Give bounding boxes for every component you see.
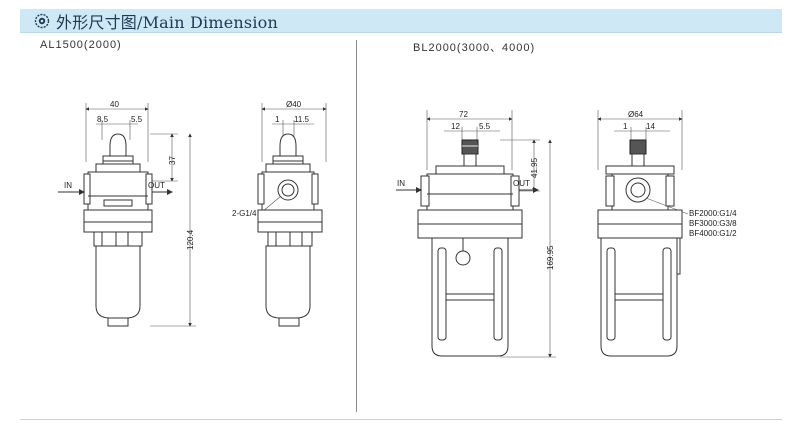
al-width-label: 40 [110, 100, 119, 109]
bl-port-label-3: BF4000:G1/2 [689, 229, 737, 238]
title-bar: 外形尺寸图/Main Dimension [20, 9, 782, 33]
bl-in-label: IN [397, 179, 405, 188]
bl-side-left-offset: 1 [623, 122, 628, 131]
spiral-gear-icon [34, 13, 50, 28]
bl-left-offset-label: 12 [451, 122, 460, 131]
bl-port-label-2: BF3000:G3/8 [689, 219, 737, 228]
al-in-label: IN [64, 181, 72, 190]
al-diameter-label: Ø40 [286, 100, 302, 109]
bl-out-label: OUT [513, 179, 530, 188]
section-label-al: AL1500(2000) [40, 39, 122, 51]
section-divider [356, 40, 357, 412]
bl-front-view: 72 12 5.5 41.95 169.95 IN OUT [396, 110, 556, 358]
al-side-left-offset: 1 [275, 115, 280, 124]
section-label-bl: BL2000(3000、4000) [413, 42, 536, 54]
al-front-view: 40 8.5 5.5 37 120.4 IN OUT [58, 100, 196, 327]
bl-side-view: Ø64 1 14 BF2000:G1/4 BF3000:G3/8 BF4000:… [597, 110, 737, 357]
bl-diameter-label: Ø64 [628, 110, 644, 119]
bl-port-label-1: BF2000:G1/4 [689, 209, 737, 218]
al-right-offset-label: 5.5 [131, 115, 143, 124]
bl-total-height-label: 169.95 [546, 245, 555, 270]
al-left-offset-label: 8.5 [97, 115, 109, 124]
al-top-height-label: 37 [168, 156, 177, 165]
al-out-label: OUT [148, 181, 165, 190]
page-title: 外形尺寸图/Main Dimension [56, 12, 278, 32]
bl-width-label: 72 [459, 110, 468, 119]
bottom-rule [20, 419, 782, 420]
bl-side-right-offset: 14 [646, 122, 655, 131]
al-side-view: Ø40 1 11.5 2-G1/4 [232, 100, 327, 327]
bl-top-height-label: 41.95 [530, 157, 539, 178]
al-total-height-label: 120.4 [186, 229, 195, 250]
al-port-label: 2-G1/4 [232, 209, 257, 218]
bl-right-offset-label: 5.5 [479, 122, 491, 131]
al-side-right-offset: 11.5 [294, 115, 310, 124]
